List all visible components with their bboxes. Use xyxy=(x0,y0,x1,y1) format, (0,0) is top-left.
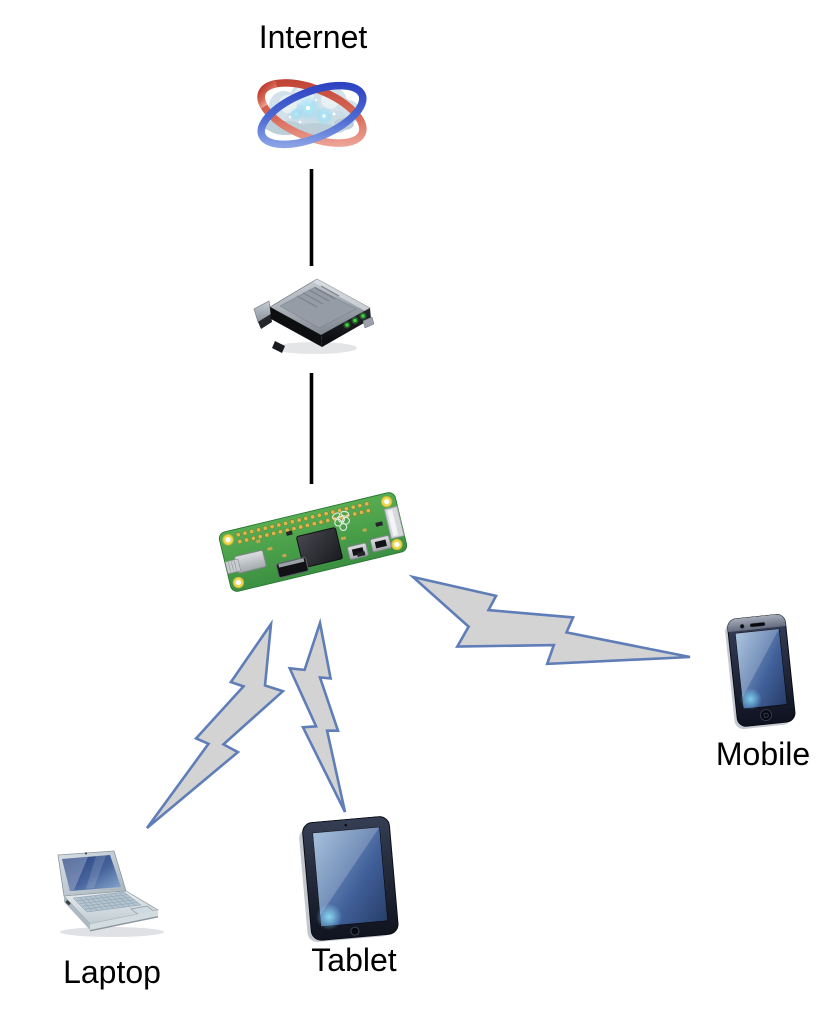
tablet-label: Tablet xyxy=(311,942,397,978)
tablet-screen xyxy=(312,826,388,927)
laptop-shadow xyxy=(60,927,164,937)
internet-cloud-orbits-icon xyxy=(257,79,367,149)
gpio-pin-header xyxy=(235,501,371,544)
smartphone-icon xyxy=(722,613,797,731)
router-vents xyxy=(296,285,340,308)
raspberry-silkscreen-logo xyxy=(331,510,350,531)
side-port xyxy=(65,900,71,906)
mounting-holes xyxy=(222,495,403,589)
internet-label: Internet xyxy=(258,19,368,55)
wifi-bolt-pi-mobile xyxy=(408,574,691,666)
laptop-screen xyxy=(62,855,121,891)
wifi-bolt-pi-laptop xyxy=(145,619,286,829)
microsd-slot xyxy=(224,549,267,575)
blue-orbit-ring xyxy=(257,81,367,149)
raspberry-pi-zero-board-icon xyxy=(217,491,408,594)
router-shadow xyxy=(273,342,357,354)
router-status-leds xyxy=(343,312,367,329)
wifi-bolt-pi-tablet xyxy=(287,617,347,813)
laptop-icon xyxy=(57,850,164,937)
soc-chip xyxy=(296,527,343,568)
laptop-label: Laptop xyxy=(63,954,161,990)
webcam-dot xyxy=(84,852,88,855)
router-body xyxy=(253,278,375,353)
tablet-icon xyxy=(297,815,401,945)
laptop-base xyxy=(63,890,160,932)
phone-home-button xyxy=(760,709,773,722)
laptop-lid xyxy=(57,850,127,897)
earpiece-slot xyxy=(749,622,766,628)
mini-hdmi-port xyxy=(276,557,309,578)
tablet-home-button xyxy=(350,926,360,936)
tablet-camera-dot xyxy=(343,823,348,827)
small-components xyxy=(256,521,384,558)
mobile-label: Mobile xyxy=(715,736,811,772)
red-orbit-ring-overlap xyxy=(257,79,278,109)
modem-router-icon xyxy=(253,278,375,354)
keyboard-keys xyxy=(77,892,138,912)
camera-ffc-connector xyxy=(383,505,405,540)
front-camera-dot xyxy=(739,624,745,629)
